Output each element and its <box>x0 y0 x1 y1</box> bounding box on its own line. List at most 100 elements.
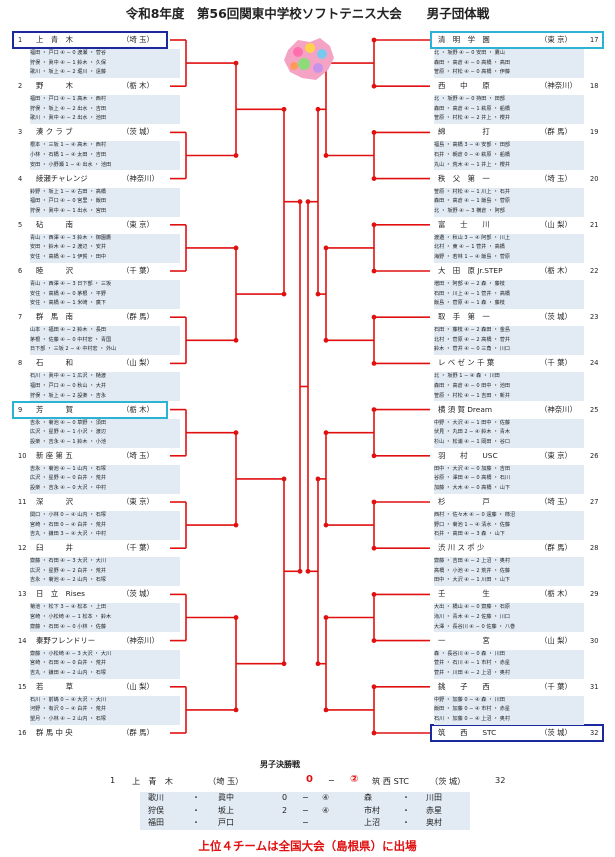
team-prefecture: （千 葉） <box>122 266 154 275</box>
match-result-line: 歌川 ・ 坂上 ④ − 2 堀川 ・ 遠藤 <box>30 69 106 76</box>
team-prefecture: （群 馬） <box>122 312 154 322</box>
match-result-box: 青山 ・ 西澤 ④ − 3 日下部 ・ 三坂安住 ・ 高橋 ④ − 0 茅根 ・… <box>30 280 180 309</box>
final-dash: − <box>302 818 309 828</box>
team-name: 芳 賀 <box>36 404 73 414</box>
match-result-line: 小林 ・ 石橋 1 − ④ 太田 ・ 吉田 <box>30 151 106 158</box>
team-number: 24 <box>590 359 599 368</box>
final-set-score: ④ <box>322 805 330 815</box>
bracket-node <box>297 568 303 574</box>
team-name: 若 草 <box>36 681 73 691</box>
match-result-line: 福島 ・ 高橋 3 − ④ 安部 ・ 田部 <box>434 142 510 149</box>
team-name: 銚 子 西 <box>438 681 490 691</box>
match-result-line: 飯田 ・ 加藤 0 − ④ 市村 ・ 赤星 <box>434 706 510 713</box>
match-result-line: 北村 ・ 菅原 ④ − 2 高橋 ・ 菅井 <box>434 336 510 343</box>
match-result-line: 笹原 ・ 村松 ④ − 2 井上 ・ 櫻井 <box>434 115 510 122</box>
team-name: 羽 村 USC <box>438 450 498 460</box>
team-number: 8 <box>18 359 23 368</box>
bracket-node <box>233 430 239 436</box>
bracket-node <box>371 545 377 551</box>
team-number: 16 <box>18 729 27 737</box>
match-result-box: 中野 ・ 加藤 0 − ④ 森 ・ 川田飯田 ・ 加藤 0 − ④ 市村 ・ 赤… <box>434 695 584 725</box>
team-number: 3 <box>18 128 23 137</box>
final-player: 森 <box>364 793 372 802</box>
bracket-node <box>305 199 311 205</box>
match-result-line: 安田 ・ 小野瀬 1 − ④ 出水 ・ 池田 <box>30 161 112 168</box>
match-result-line: 狩俣 ・ 坂上 ④ − 2 設楽 ・ 吉永 <box>30 392 106 399</box>
team-name: 大 田 原 Jr.STEP <box>438 266 503 275</box>
team-name: レ ベ ゼ ン 千 葉 <box>438 358 495 368</box>
final-set-score: 0 <box>282 793 288 802</box>
match-result-line: 飯島 ・ 菅原 ④ − 1 森 ・ 藤枝 <box>434 300 505 307</box>
team-name: 一 宮 <box>438 635 490 645</box>
team-entry: 一 宮（山 梨）30 <box>432 634 602 648</box>
qualification-notice: 上位４チームは全国大会（島根県）に出場 <box>198 839 417 853</box>
team-prefecture: （千 葉） <box>540 681 572 691</box>
bracket-node <box>371 730 377 736</box>
match-result-box: 菊池 ・ 松下 3 − ④ 松本 ・ 上田宮崎 ・ 小松崎 ④ − 1 松本 ・… <box>30 603 180 633</box>
team-entry: レ ベ ゼ ン 千 葉（千 葉）24 <box>432 356 602 370</box>
team-prefecture: （埼 玉） <box>540 173 572 183</box>
match-result-box: 西村 ・ 佐々木 ④ − 0 遠藤 ・ 柿沼野口 ・ 菊池 1 − ④ 清水 ・… <box>434 511 584 540</box>
team-number: 28 <box>590 544 599 553</box>
match-result-line: 森田 ・ 高倉 ④ − 1 飯島 ・ 菅原 <box>434 198 510 205</box>
final-result-row: 狩俣 ・ 坂上 2 − ④ 市村 ・ 赤星 <box>140 805 470 818</box>
final-left-pref: （埼 玉） <box>208 776 244 786</box>
match-result-box: 根本 ・ 三坂 1 − ④ 高木 ・ 西村小林 ・ 石橋 1 − ④ 太田 ・ … <box>30 141 180 171</box>
match-result-line: 安住 ・ 高橋 ④ − 1 伊賀 ・ 田中 <box>30 253 106 260</box>
team-number: 27 <box>590 498 599 506</box>
match-result-box: 福島 ・ 高橋 3 − ④ 安部 ・ 田部石井 ・ 朝倉 0 − ④ 萩原 ・ … <box>434 141 584 171</box>
final-player: 歌川 <box>148 793 164 802</box>
bracket-node <box>281 291 287 297</box>
match-result-line: 加藤 ・ 大木 ④ − 0 高橋 ・ 山下 <box>434 484 510 491</box>
bracket-node <box>233 337 239 343</box>
match-result-line: 吉丸 ・ 鎌田 3 − ④ 大沢 ・ 中村 <box>30 531 106 538</box>
match-result-line: 中野 ・ 加藤 0 − ④ 森 ・ 川田 <box>434 696 505 703</box>
final-score-left: 0 <box>306 774 313 785</box>
match-result-line: 青山 ・ 西澤 ④ − 3 鈴木 ・ 御園鷹 <box>30 234 112 241</box>
bracket-node <box>233 522 239 528</box>
match-result-line: 宮崎 ・ 小松崎 ④ − 1 松本 ・ 鈴木 <box>30 613 112 620</box>
team-number: 17 <box>590 36 599 44</box>
team-number: 18 <box>590 82 599 91</box>
match-result-line: 大澤 ・ 長谷川 ④ − 0 佐藤 ・ 八巻 <box>434 623 516 630</box>
match-result-box: 山本 ・ 福田 ④ − 2 鈴木 ・ 長田茅根 ・ 佐藤 ④ − 0 中村宏 ・… <box>30 326 180 356</box>
team-name: 日 立 Rises <box>36 589 85 599</box>
match-result-line: 福田 ・ 戸口 ④ − 0 宮里 ・ 飯田 <box>30 198 106 205</box>
team-name: 綾瀬チャレンジ <box>36 173 88 183</box>
bracket-node <box>371 407 377 412</box>
team-entry: 綿 打（群 馬）19 <box>432 125 602 139</box>
bracket-node <box>315 476 321 482</box>
team-number: 9 <box>18 405 23 414</box>
match-result-line: 宮崎 ・ 石田 0 − ④ 白井 ・ 荒井 <box>30 521 106 528</box>
match-result-box: 笹原 ・ 村松 ④ − 1 川上 ・ 石井森田 ・ 高倉 ④ − 1 飯島 ・ … <box>434 187 584 217</box>
team-number: 25 <box>590 405 599 414</box>
team-entry: 横 須 賀 Dream（神奈川）25 <box>432 403 602 417</box>
team-name: 壬 生 <box>438 589 490 599</box>
team-name: 深 沢 <box>36 497 73 506</box>
bracket-node <box>371 130 377 135</box>
match-result-line: 西村 ・ 佐々木 ④ − 0 遠藤 ・ 柿沼 <box>434 512 516 518</box>
team-number: 15 <box>18 682 27 691</box>
team-prefecture: （神奈川） <box>540 81 577 91</box>
final-player: 上沼 <box>364 818 380 828</box>
match-result-line: 海野 ・ 若林 1 − ④ 飯島 ・ 菅原 <box>434 253 510 260</box>
match-result-line: 石川 ・ 加藤 0 − ④ 上沼 ・ 奥村 <box>434 715 510 722</box>
match-result-box: 森 ・ 長谷川 ④ − 0 森 ・ 川田菅井 ・ 石川 ④ − 1 市村 ・ 赤… <box>434 649 584 679</box>
final-score-right: ② <box>350 774 359 785</box>
team-prefecture: （茨 城） <box>540 312 572 322</box>
team-name: 秦野フレンドリー <box>36 635 96 645</box>
team-entry: 銚 子 西（千 葉）31 <box>432 680 602 694</box>
bracket-node <box>297 199 303 205</box>
match-result-line: 石川 ・ 眞中 ④ − 1 広沢 ・ 樋渡 <box>30 373 106 380</box>
team-prefecture: （茨 城） <box>540 728 572 737</box>
match-result-line: 高橋 ・ 小池 ④ − 2 荒井 ・ 佐藤 <box>434 567 510 574</box>
final-dash: − <box>302 793 309 802</box>
bracket-node <box>323 337 329 343</box>
team-entry: 渋 川 ス ポ 少（群 馬）28 <box>432 541 602 555</box>
match-result-line: 福田 ・ 戸口 ④ − 0 秋山 ・ 大井 <box>30 382 106 389</box>
